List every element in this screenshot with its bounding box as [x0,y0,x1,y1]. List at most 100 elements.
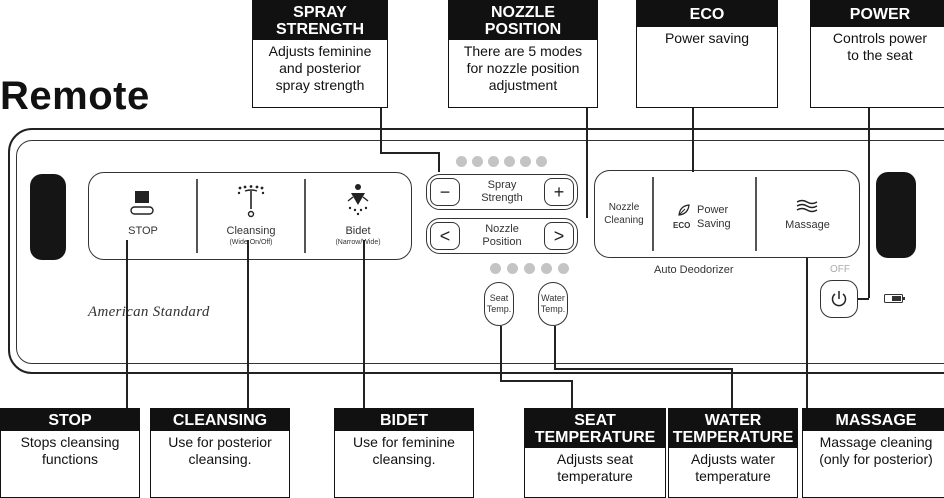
cleansing-button-group: STOP Cleansing (Wide On/Off) Bidet (Narr… [88,172,412,260]
nozzle-forward-button[interactable]: > [544,222,574,250]
leader-line [868,108,870,298]
leader-line [858,298,869,300]
button-divider [652,177,654,251]
button-divider [755,177,757,251]
nozzle-back-button[interactable]: < [430,222,460,250]
bidet-button[interactable]: Bidet (Narrow/Wide) [305,173,411,259]
nozzle-position-label: Nozzle Position [467,223,537,249]
callout-desc: cleansing. [372,451,436,467]
leader-line [692,108,694,172]
nozzle-position-callout: NOZZLE POSITION There are 5 modes for no… [448,0,598,108]
callout-title: CLEANSING [151,409,289,431]
callout-title: NOZZLE [491,4,555,21]
spray-label-line: Strength [481,192,523,204]
battery-icon [884,294,905,303]
leader-line [363,240,365,408]
water-temp-label: Water [541,293,565,303]
callout-title: BIDET [335,409,473,431]
page-title: Remote [0,74,150,118]
stop-button[interactable]: STOP [89,173,197,259]
right-sensor-panel [876,172,916,258]
bidet-callout: BIDET Use for feminine cleansing. [334,408,474,498]
stop-label: STOP [128,225,158,237]
callout-desc: (only for posterior) [819,451,933,467]
cleansing-callout: CLEANSING Use for posterior cleansing. [150,408,290,498]
leader-line [380,152,438,154]
seat-temperature-callout: SEAT TEMPERATURE Adjusts seat temperatur… [524,408,666,498]
spray-strength-indicator [456,156,556,168]
spray-strength-callout: SPRAY STRENGTH Adjusts feminine and post… [252,0,388,108]
callout-desc: Controls power [832,30,928,46]
callout-title: ECO [637,1,777,27]
callout-desc: temperature [695,468,771,484]
callout-desc: Use for feminine [353,434,455,450]
power-saving-button[interactable]: ECO Power Saving [653,171,755,257]
spray-strength-label: Spray Strength [467,179,537,205]
callout-title: TEMPERATURE [534,429,656,446]
callout-title: STRENGTH [276,21,364,38]
leader-line [126,240,128,408]
indicator-dot [488,156,499,167]
leader-line [586,108,588,218]
power-saving-line: Power [697,204,729,216]
callout-desc: There are 5 modes [463,43,583,59]
callout-desc: Power saving [664,30,750,46]
nozzle-label-line: Nozzle [485,223,519,235]
callout-desc: spray strength [275,77,365,93]
indicator-dot [524,263,535,274]
cleansing-button[interactable]: Cleansing (Wide On/Off) [197,173,305,259]
massage-callout: MASSAGE Massage cleaning (only for poste… [802,408,944,498]
water-temp-button[interactable]: Water Temp. [538,282,568,326]
indicator-dot [456,156,467,167]
water-temperature-callout: WATER TEMPERATURE Adjusts water temperat… [668,408,798,498]
auto-deodorizer-label: Auto Deodorizer [654,264,734,276]
leader-line [500,326,502,380]
callout-desc: Adjusts seat [556,451,634,467]
wave-icon [796,199,818,213]
left-sensor-panel [30,174,66,260]
power-button[interactable] [820,280,858,318]
indicator-dot [541,263,552,274]
spray-increase-button[interactable]: + [544,178,574,206]
callout-title: TEMPERATURE [672,429,794,446]
leader-line [247,240,249,408]
callout-title: MASSAGE [803,409,944,431]
leader-line [500,380,572,382]
brand-logo: American Standard [88,304,210,320]
bidet-label: Bidet [345,225,371,237]
stop-callout: STOP Stops cleansing functions [0,408,140,498]
leader-line [806,258,808,408]
eco-small-label: ECO [673,221,691,230]
callout-title: POSITION [484,21,562,38]
callout-desc: to the seat [847,47,913,63]
nozzle-cleaning-line: Cleaning [604,215,644,226]
massage-label: Massage [785,219,830,231]
power-icon [831,291,847,307]
bidet-person-icon [347,184,369,216]
remote-inner-frame [16,140,944,364]
callout-desc: functions [41,451,99,467]
eco-callout: ECO Power saving [636,0,778,108]
indicator-dot [536,156,547,167]
indicator-dot [507,263,518,274]
function-button-group: Nozzle Cleaning ECO Power Saving Massage [594,170,860,258]
indicator-dot [520,156,531,167]
massage-button[interactable]: Massage [756,171,859,257]
leader-line [380,108,382,152]
callout-desc: Massage cleaning [819,434,933,450]
leader-line [571,380,573,408]
nozzle-cleaning-label: Nozzle Cleaning [595,201,653,227]
indicator-dot [490,263,501,274]
leader-line [554,326,556,368]
off-label: OFF [830,264,850,275]
nozzle-cleaning-line: Nozzle [608,202,640,213]
callout-desc: Adjusts water [690,451,776,467]
nozzle-cleaning-button[interactable]: Nozzle Cleaning [595,171,653,257]
water-temp-label: Temp. [540,304,566,314]
bidet-sub-label: (Narrow/Wide) [335,239,381,246]
leader-line [554,368,732,370]
spray-decrease-button[interactable]: − [430,178,460,206]
seat-temp-button[interactable]: Seat Temp. [484,282,514,326]
indicator-dot [472,156,483,167]
leader-line [438,152,440,172]
